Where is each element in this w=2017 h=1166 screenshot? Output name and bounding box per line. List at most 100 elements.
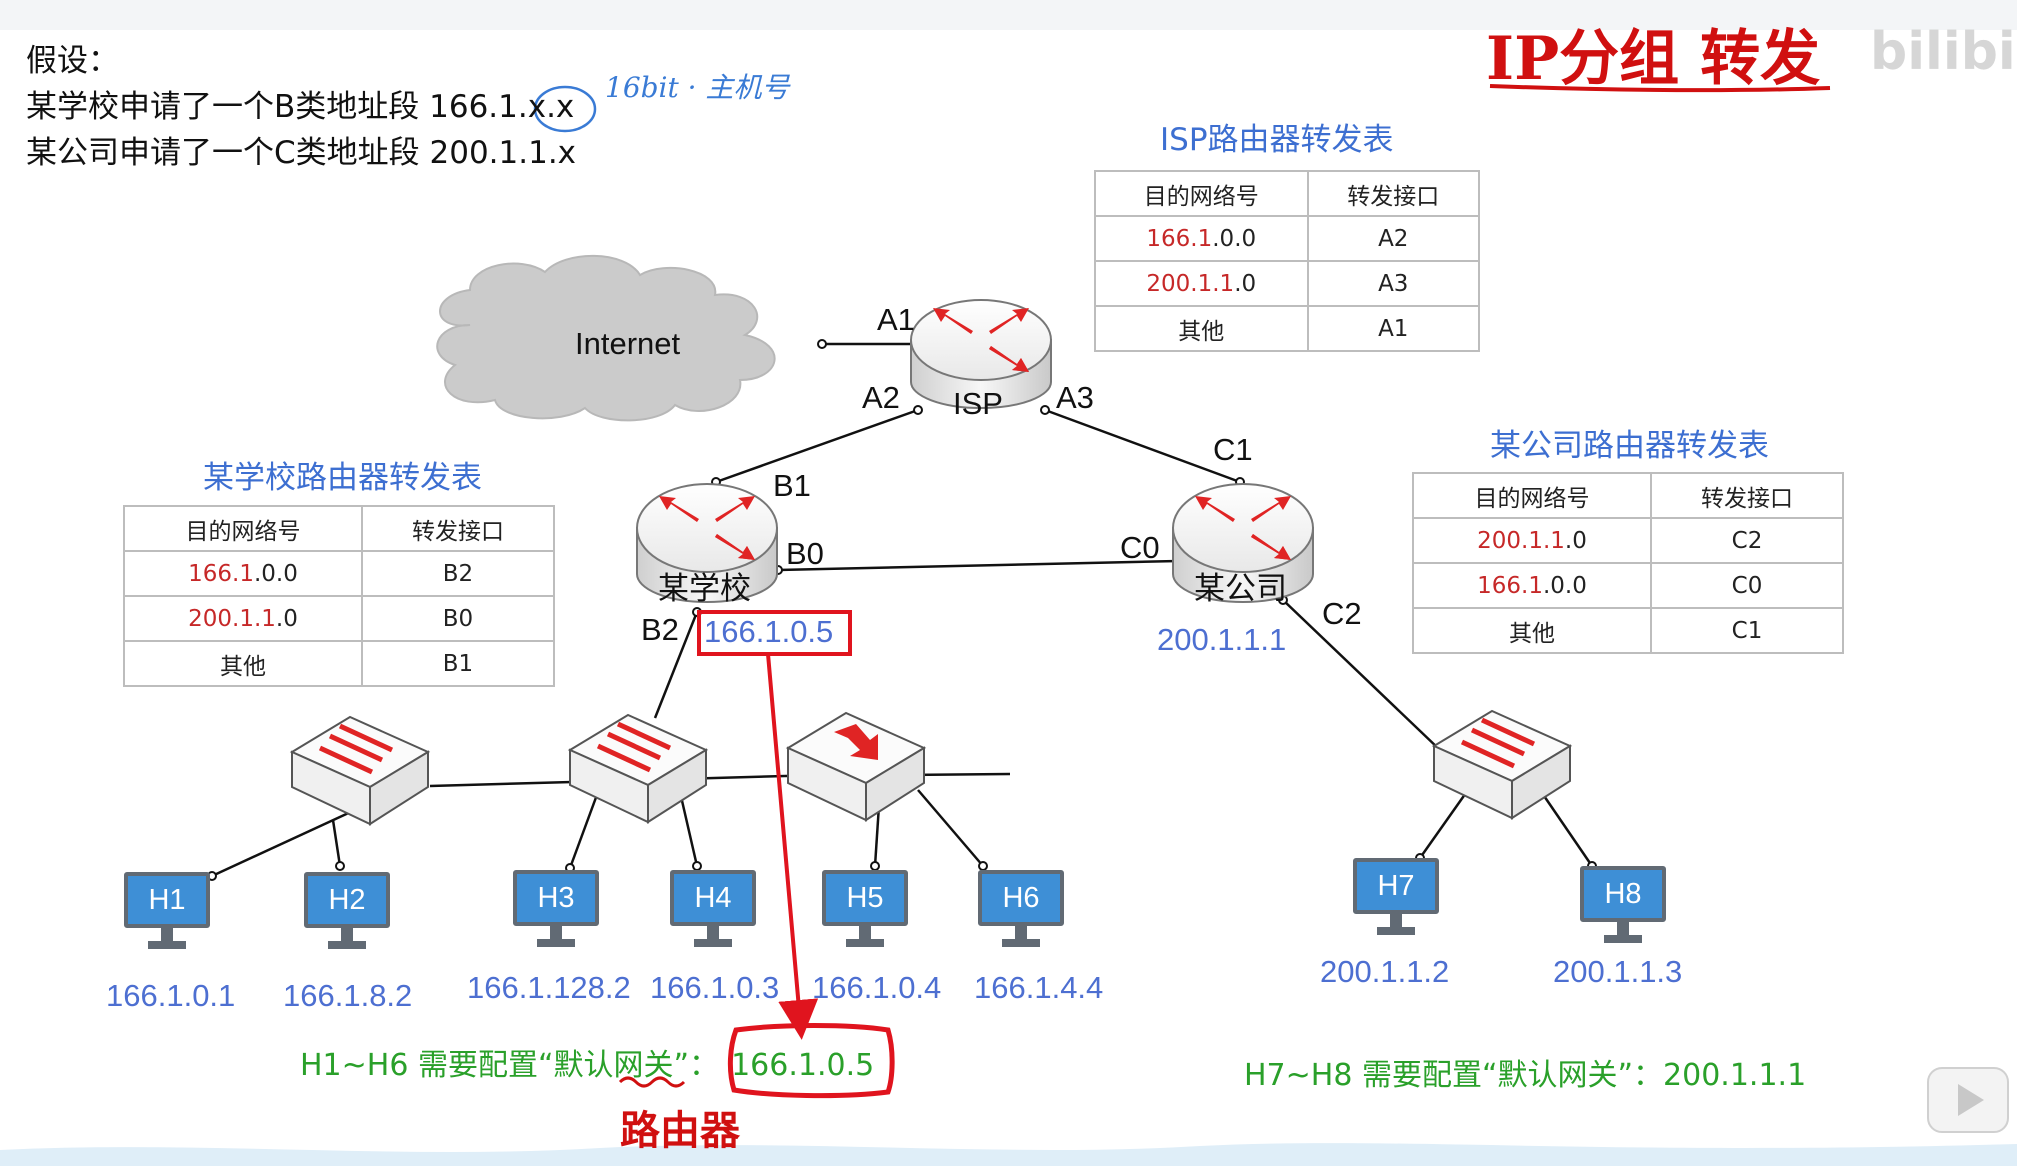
school-router-icon bbox=[636, 483, 778, 603]
iface-cell: A2 bbox=[1306, 215, 1481, 262]
hub-icon bbox=[785, 711, 927, 822]
col-dest-net: 目的网络号 bbox=[123, 505, 363, 552]
iface-cell: B0 bbox=[361, 595, 555, 642]
play-button-icon bbox=[1927, 1067, 2009, 1133]
company-gateway-note: H7~H8 需要配置“默认网关”：200.1.1.1 bbox=[1244, 1058, 1807, 1093]
port-a1: A1 bbox=[877, 302, 915, 337]
table-row: 其他 A1 bbox=[1094, 305, 1481, 352]
net-rest: 其他 bbox=[1178, 318, 1225, 345]
host-h1-ip: 166.1.0.1 bbox=[106, 978, 236, 1013]
net-red: 200.1.1 bbox=[188, 605, 276, 632]
host-h8: H8 bbox=[1580, 866, 1666, 954]
school-gateway-value: 166.1.0.5 bbox=[731, 1048, 875, 1083]
net-rest: 其他 bbox=[220, 653, 266, 680]
host-bits-note: 16bit · 主机号 bbox=[605, 71, 790, 104]
iface-cell: C0 bbox=[1650, 562, 1844, 609]
port-a2: A2 bbox=[862, 380, 900, 415]
isp-router-icon bbox=[910, 299, 1052, 409]
switch-3-icon bbox=[1431, 709, 1573, 820]
net-rest: .0 bbox=[1234, 270, 1257, 297]
table-header-row: 目的网络号 转发接口 bbox=[123, 505, 555, 552]
isp-router-label: ISP bbox=[953, 386, 1003, 421]
isp-forwarding-table: 目的网络号 转发接口 166.1.0.0 A2 200.1.1.0 A3 其他 A1 bbox=[1094, 170, 1481, 352]
iface-cell: A3 bbox=[1306, 260, 1481, 307]
bottom-wave bbox=[0, 1143, 2017, 1166]
host-name: H7 bbox=[1377, 870, 1415, 902]
gateway-hand-circle bbox=[727, 1023, 895, 1099]
host-h5-ip: 166.1.0.4 bbox=[812, 970, 942, 1005]
port-b0: B0 bbox=[786, 536, 824, 571]
company-router-label: 某公司 bbox=[1194, 571, 1287, 606]
top-band bbox=[0, 0, 2017, 30]
net-rest: .0.0 bbox=[253, 560, 298, 587]
net-rest: .0.0 bbox=[1542, 572, 1587, 599]
school-gateway-prefix: H1~H6 需要配置“默认网关”： bbox=[300, 1048, 720, 1083]
host-name: H3 bbox=[537, 882, 575, 914]
table-row: 166.1.0.0 B2 bbox=[123, 550, 555, 597]
host-h2: H2 bbox=[304, 872, 390, 960]
table-row: 166.1.0.0 A2 bbox=[1094, 215, 1481, 262]
col-iface: 转发接口 bbox=[361, 505, 555, 552]
host-h2-ip: 166.1.8.2 bbox=[283, 978, 413, 1013]
internet-label: Internet bbox=[575, 326, 681, 361]
school-gateway-note: H1~H6 需要配置“默认网关”： 166.1.0.5 bbox=[300, 1040, 874, 1084]
host-name: H5 bbox=[846, 882, 884, 914]
title-underline bbox=[1489, 84, 1831, 93]
table-row: 200.1.1.0 B0 bbox=[123, 595, 555, 642]
iface-cell: C1 bbox=[1650, 607, 1844, 654]
host-h4-ip: 166.1.0.3 bbox=[650, 970, 780, 1005]
table-row: 200.1.1.0 A3 bbox=[1094, 260, 1481, 307]
net-rest: 其他 bbox=[1509, 620, 1555, 647]
port-b1: B1 bbox=[773, 468, 811, 503]
table-row: 200.1.1.0 C2 bbox=[1412, 517, 1844, 564]
net-red: 200.1.1 bbox=[1477, 527, 1565, 554]
port-c1: C1 bbox=[1213, 432, 1253, 467]
host-h3-ip: 166.1.128.2 bbox=[467, 970, 631, 1005]
host-h3: H3 bbox=[513, 870, 599, 958]
iface-cell: A1 bbox=[1306, 305, 1481, 352]
iface-cell: B2 bbox=[361, 550, 555, 597]
host-h5: H5 bbox=[822, 870, 908, 958]
switch-1-icon bbox=[289, 715, 431, 826]
port-a3: A3 bbox=[1056, 380, 1094, 415]
company-router-icon bbox=[1172, 483, 1314, 603]
host-name: H4 bbox=[694, 882, 732, 914]
gateway-arrow bbox=[766, 653, 819, 1040]
net-red: 166.1 bbox=[188, 560, 254, 587]
net-rest: .0 bbox=[275, 605, 298, 632]
net-rest: .0 bbox=[1564, 527, 1587, 554]
company-table-title: 某公司路由器转发表 bbox=[1490, 428, 1769, 464]
school-gateway-ip: 166.1.0.5 bbox=[704, 614, 834, 649]
internet-cloud bbox=[436, 254, 776, 422]
col-iface: 转发接口 bbox=[1306, 170, 1481, 217]
iface-cell: C2 bbox=[1650, 517, 1844, 564]
host-name: H6 bbox=[1002, 882, 1040, 914]
host-h4: H4 bbox=[670, 870, 756, 958]
router-handwriting: 路由器 bbox=[620, 1107, 740, 1154]
col-dest-net: 目的网络号 bbox=[1094, 170, 1309, 217]
title-handwriting: IP分组 转发 bbox=[1486, 24, 1821, 94]
host-h6: H6 bbox=[978, 870, 1064, 958]
school-table-title: 某学校路由器转发表 bbox=[203, 460, 482, 496]
intro-line2: 某学校申请了一个B类地址段 166.1.x.x bbox=[26, 89, 575, 125]
table-header-row: 目的网络号 转发接口 bbox=[1412, 472, 1844, 519]
net-red: 166.1 bbox=[1477, 572, 1543, 599]
intro-block: 假设： 某学校申请了一个B类地址段 166.1.x.x 某公司申请了一个C类地址… bbox=[26, 38, 576, 176]
table-row: 其他 C1 bbox=[1412, 607, 1844, 654]
net-red: 200.1.1 bbox=[1146, 270, 1235, 297]
gateway-highlight-box bbox=[697, 610, 852, 656]
switch-2-icon bbox=[567, 713, 709, 824]
host-name: H2 bbox=[328, 884, 366, 916]
net-red: 166.1 bbox=[1146, 225, 1213, 252]
wavy-underline bbox=[618, 1076, 686, 1088]
intro-line1: 假设： bbox=[26, 43, 119, 79]
host-name: H8 bbox=[1604, 878, 1642, 910]
school-router-label: 某学校 bbox=[658, 571, 751, 606]
isp-table-title: ISP路由器转发表 bbox=[1160, 122, 1394, 158]
col-dest-net: 目的网络号 bbox=[1412, 472, 1652, 519]
net-rest: .0.0 bbox=[1212, 225, 1257, 252]
port-b2: B2 bbox=[641, 612, 679, 647]
